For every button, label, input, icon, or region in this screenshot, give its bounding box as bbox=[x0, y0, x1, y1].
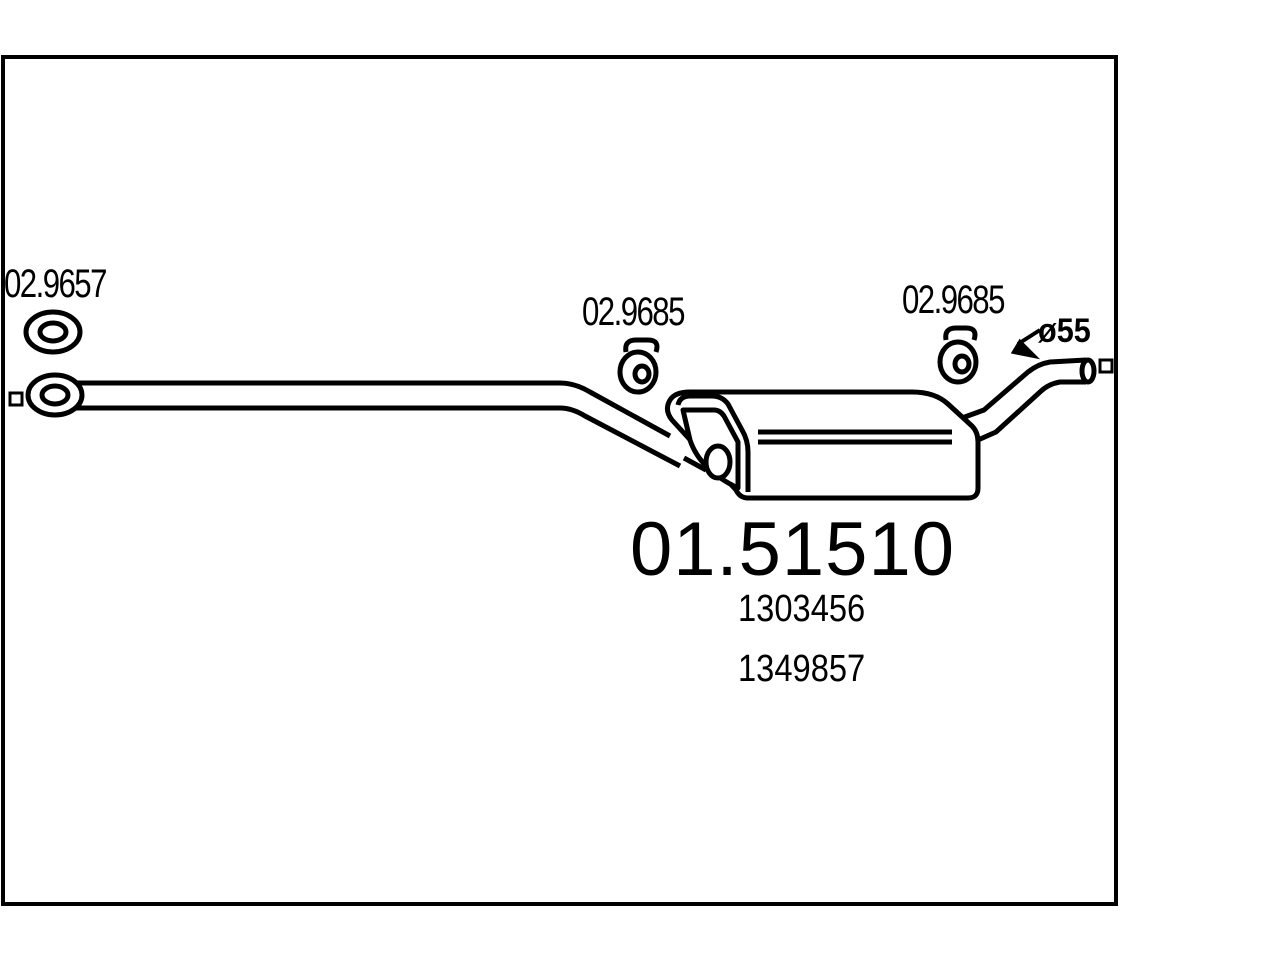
tail-pipe bbox=[961, 357, 1097, 443]
outlet-connector bbox=[1098, 358, 1114, 374]
oe-number-2: 1349857 bbox=[738, 648, 866, 690]
rear-hanger-icon bbox=[937, 325, 979, 385]
diameter-arrow bbox=[1010, 328, 1042, 360]
front-gasket-part-number: 02.9657 bbox=[4, 262, 107, 306]
gasket-icon bbox=[23, 309, 83, 355]
inlet-connector bbox=[8, 391, 24, 407]
front-pipe bbox=[62, 380, 682, 469]
rear-hanger-part-number: 02.9685 bbox=[902, 278, 1005, 322]
tailpipe-diameter: ø55 bbox=[1038, 312, 1091, 350]
silencer bbox=[664, 389, 981, 501]
diagram-frame bbox=[1, 55, 1118, 906]
mid-hanger-icon bbox=[617, 337, 660, 395]
mid-hanger-part-number: 02.9685 bbox=[582, 290, 685, 334]
main-part-number: 01.51510 bbox=[630, 507, 955, 592]
oe-number-1: 1303456 bbox=[738, 588, 866, 630]
front-flange bbox=[25, 372, 85, 418]
